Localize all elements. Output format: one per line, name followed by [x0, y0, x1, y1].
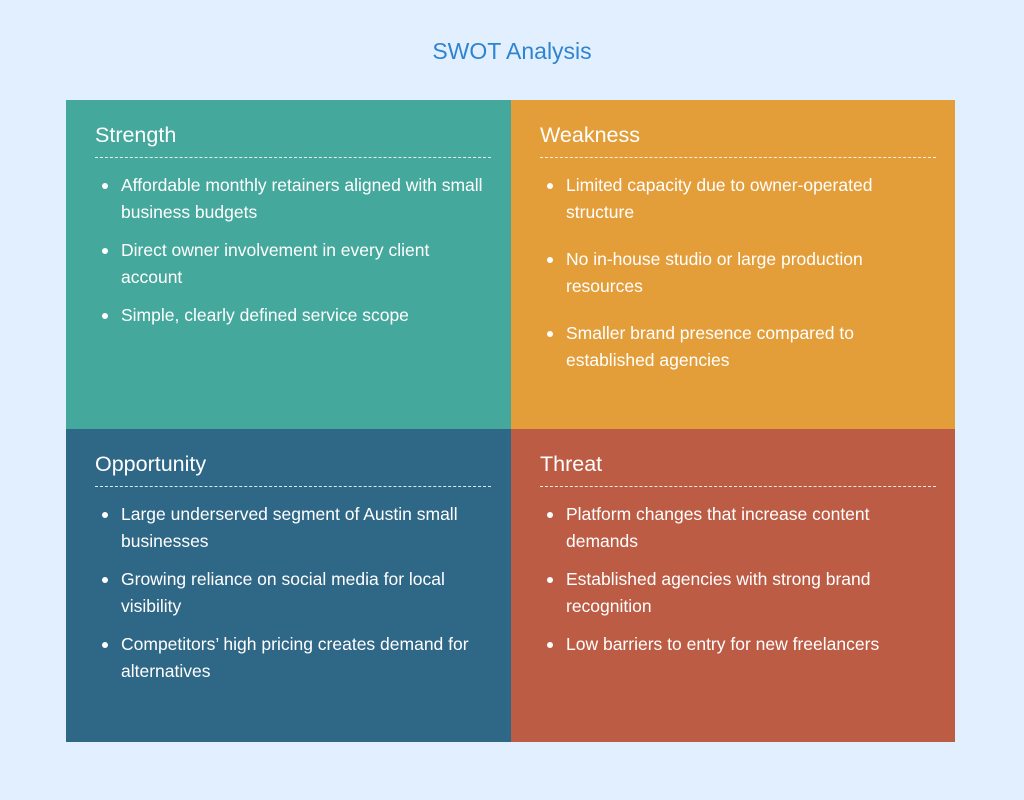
page-title: SWOT Analysis	[432, 38, 592, 64]
list-item: Established agencies with strong brand r…	[547, 566, 936, 620]
list-item: Limited capacity due to owner-operated s…	[547, 172, 936, 226]
list-item: No in-house studio or large production r…	[547, 246, 936, 300]
list-item: Large underserved segment of Austin smal…	[102, 501, 491, 555]
opportunity-heading: Opportunity	[95, 449, 491, 487]
list-item: Growing reliance on social media for loc…	[102, 566, 491, 620]
swot-grid: Strength Affordable monthly retainers al…	[66, 100, 955, 742]
list-item: Low barriers to entry for new freelancer…	[547, 631, 936, 658]
strength-heading: Strength	[95, 120, 491, 158]
threat-quadrant: Threat Platform changes that increase co…	[511, 429, 955, 742]
opportunity-list: Large underserved segment of Austin smal…	[95, 501, 491, 685]
opportunity-quadrant: Opportunity Large underserved segment of…	[66, 429, 511, 742]
weakness-quadrant: Weakness Limited capacity due to owner-o…	[511, 100, 955, 429]
list-item: Direct owner involvement in every client…	[102, 237, 491, 291]
threat-heading: Threat	[540, 449, 936, 487]
threat-list: Platform changes that increase content d…	[540, 501, 936, 658]
list-item: Affordable monthly retainers aligned wit…	[102, 172, 491, 226]
list-item: Smaller brand presence compared to estab…	[547, 320, 936, 374]
list-item: Competitors’ high pricing creates demand…	[102, 631, 491, 685]
list-item: Simple, clearly defined service scope	[102, 302, 491, 329]
strength-list: Affordable monthly retainers aligned wit…	[95, 172, 491, 329]
weakness-heading: Weakness	[540, 120, 936, 158]
weakness-list: Limited capacity due to owner-operated s…	[540, 172, 936, 374]
list-item: Platform changes that increase content d…	[547, 501, 936, 555]
strength-quadrant: Strength Affordable monthly retainers al…	[66, 100, 511, 429]
